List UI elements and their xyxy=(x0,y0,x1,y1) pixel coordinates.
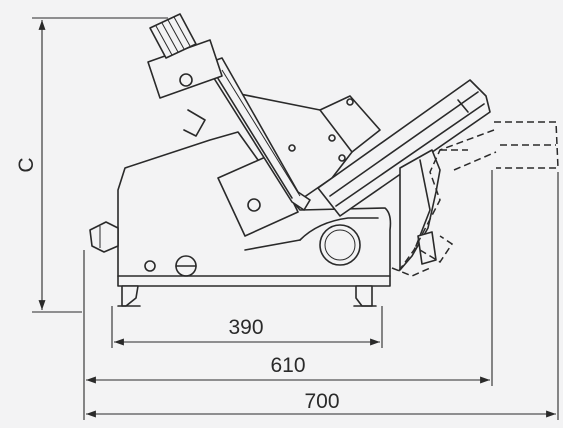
machine-outline xyxy=(89,13,491,307)
height-dimension-label: C xyxy=(15,157,38,172)
width-dimensions: 390 610 700 xyxy=(83,170,559,420)
pusher-grip xyxy=(149,13,197,59)
base-screw xyxy=(144,260,156,272)
carriage-arm xyxy=(204,57,311,211)
mid-width-label: 610 xyxy=(270,354,305,377)
overall-width-label: 700 xyxy=(304,390,339,413)
foot-left xyxy=(121,285,139,307)
foot-right xyxy=(355,285,373,307)
base-width-label: 390 xyxy=(228,316,263,339)
rear-adjuster xyxy=(417,231,437,265)
height-dimension: C xyxy=(15,17,168,313)
motor-cover xyxy=(319,224,361,266)
left-adjust-knob xyxy=(89,221,119,253)
tray-extended-outline xyxy=(397,121,559,273)
